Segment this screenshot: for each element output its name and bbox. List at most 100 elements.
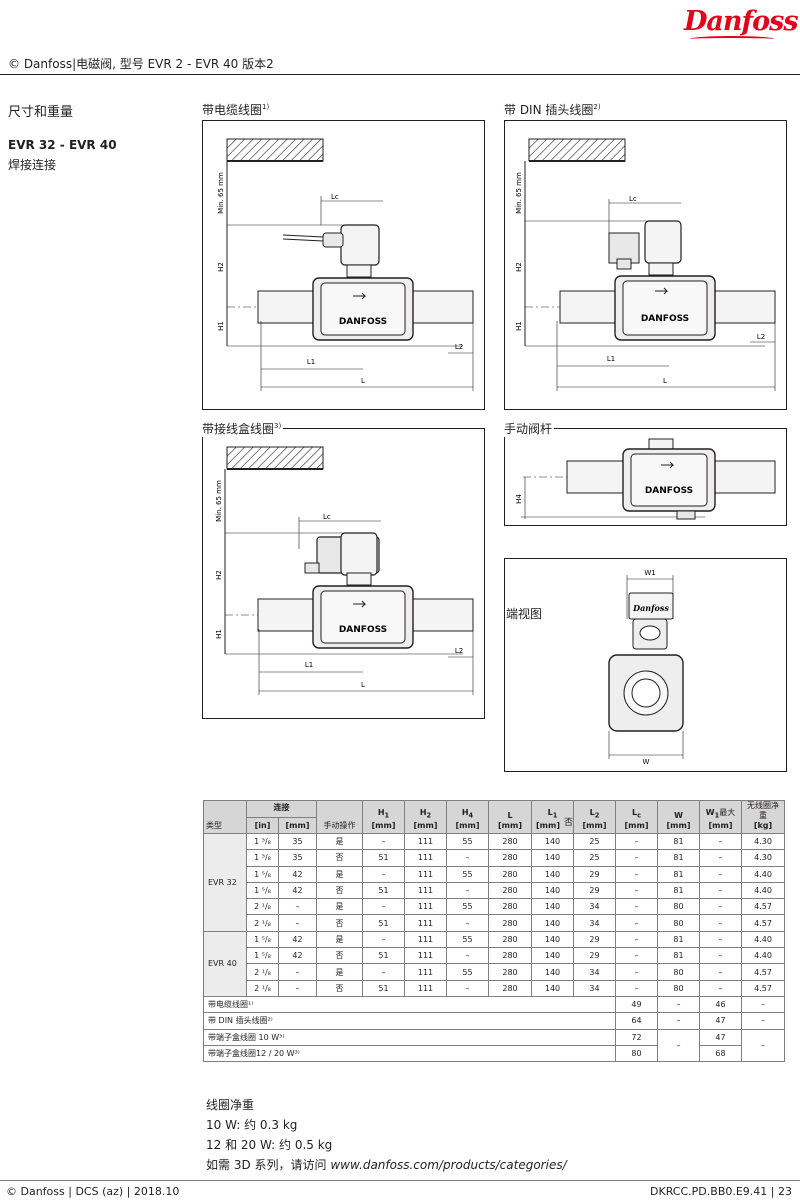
table-cell: 280	[488, 881, 532, 900]
table-cell: –	[362, 865, 405, 883]
lc-label: Lc	[331, 193, 339, 201]
valve-brand-text: DANFOSS	[645, 486, 693, 496]
table-cell: 80	[657, 979, 700, 997]
table-cell: 111	[404, 963, 447, 981]
table-cell: 280	[488, 963, 532, 981]
table-cell: –	[615, 979, 658, 997]
lc-label: Lc	[323, 513, 331, 521]
table-cell: –	[615, 881, 658, 900]
table-cell: 4.40	[741, 930, 785, 949]
terminal-box-panel: Min. 65 mm H2 H1 Lc DANFOSS L1 L2 L	[202, 428, 485, 719]
table-cell: 25	[573, 832, 616, 851]
h4-label: H4	[515, 494, 523, 504]
table-cell: –	[446, 881, 489, 900]
table-cell: 42	[278, 865, 317, 883]
table-cell: 111	[404, 881, 447, 900]
table-cell: 是	[316, 898, 363, 916]
table-cell: 4.57	[741, 914, 785, 932]
table-cell: 55	[446, 930, 489, 949]
table-cell: 4.30	[741, 832, 785, 851]
table-cell: 51	[362, 881, 405, 900]
table-cell: 4.57	[741, 898, 785, 916]
col-h2: H2[mm]	[404, 800, 447, 834]
table-cell: 否	[316, 881, 363, 900]
table-cell: 111	[404, 914, 447, 932]
footer-divider	[0, 1180, 800, 1181]
h2-label: H2	[217, 262, 225, 272]
table-cell: 否	[316, 947, 363, 965]
table-cell: 42	[278, 947, 317, 965]
table-cell: 280	[488, 914, 532, 932]
flow-arrow-icon	[661, 461, 675, 469]
h2-label: H2	[215, 570, 223, 580]
table-cell: 4.30	[741, 849, 785, 867]
table-cell: 140	[531, 881, 574, 900]
coil-w: –	[657, 995, 700, 1014]
table-cell: 4.57	[741, 979, 785, 997]
table-cell: 否	[316, 979, 363, 997]
table-cell: 35	[278, 832, 317, 851]
table-cell: 111	[404, 947, 447, 965]
l1-label: L1	[607, 355, 615, 363]
coil-lc: 64	[615, 1012, 658, 1030]
coil-kg: –	[741, 1028, 785, 1063]
h1-label: H1	[515, 321, 523, 331]
w-label: W	[643, 758, 650, 766]
table-cell: 34	[573, 963, 616, 981]
danfoss-logo: Danfoss	[684, 6, 799, 37]
col-in: [in]	[246, 816, 279, 834]
table-cell: 42	[278, 881, 317, 900]
table-cell: 29	[573, 930, 616, 949]
table-cell: 81	[657, 832, 700, 851]
min-65-label: Min. 65 mm	[217, 172, 225, 214]
coil-w1: 47	[699, 1028, 742, 1046]
table-cell: 1 ⁵/₈	[246, 881, 279, 900]
table-cell: –	[362, 930, 405, 949]
table-cell: –	[278, 979, 317, 997]
table-cell: –	[699, 849, 742, 867]
logo-swoosh	[690, 36, 774, 42]
col-w1: W1最大[mm]	[699, 800, 742, 834]
table-cell: 80	[657, 914, 700, 932]
table-cell: 34	[573, 898, 616, 916]
table-cell: 111	[404, 979, 447, 997]
table-cell: 51	[362, 979, 405, 997]
header-divider	[0, 74, 800, 75]
l-label: L	[361, 377, 365, 385]
table-cell: 55	[446, 865, 489, 883]
l1-label: L1	[307, 358, 315, 366]
col-l: L[mm]	[488, 800, 532, 834]
end-view-panel: W1 Danfoss W	[504, 558, 787, 772]
table-cell: 1 ⁵/₈	[246, 930, 279, 949]
col-l1: L1[mm]否	[531, 800, 574, 834]
table-cell: 111	[404, 865, 447, 883]
table-cell: 29	[573, 865, 616, 883]
table-cell: 140	[531, 979, 574, 997]
l1-label: L1	[305, 661, 313, 669]
din-coil-panel: Min. 65 mm H2 H1 Lc DANFOSS L1 L2 L	[504, 120, 787, 410]
cable-coil-drawing: Min. 65 mm H2 H1 Lc DANFOSS L1 L2 L	[217, 138, 474, 391]
table-cell: –	[699, 898, 742, 916]
table-cell: 81	[657, 881, 700, 900]
din-coil-drawing: Min. 65 mm H2 H1 Lc DANFOSS L1 L2 L	[515, 138, 776, 391]
end-view-drawing: W1 Danfoss W	[608, 569, 684, 766]
table-cell: 280	[488, 979, 532, 997]
table-cell: 是	[316, 832, 363, 851]
table-cell: 35	[278, 849, 317, 867]
table-cell: –	[278, 963, 317, 981]
coil-lc: 80	[615, 1044, 658, 1063]
table-cell: 81	[657, 849, 700, 867]
table-cell: –	[615, 947, 658, 965]
table-cell: –	[278, 898, 317, 916]
danfoss-link[interactable]: www.danfoss.com/products/categories/	[330, 1158, 567, 1172]
hatch-block	[528, 138, 626, 162]
series-3d-note: 如需 3D 系列，请访问 www.danfoss.com/products/ca…	[206, 1158, 567, 1172]
